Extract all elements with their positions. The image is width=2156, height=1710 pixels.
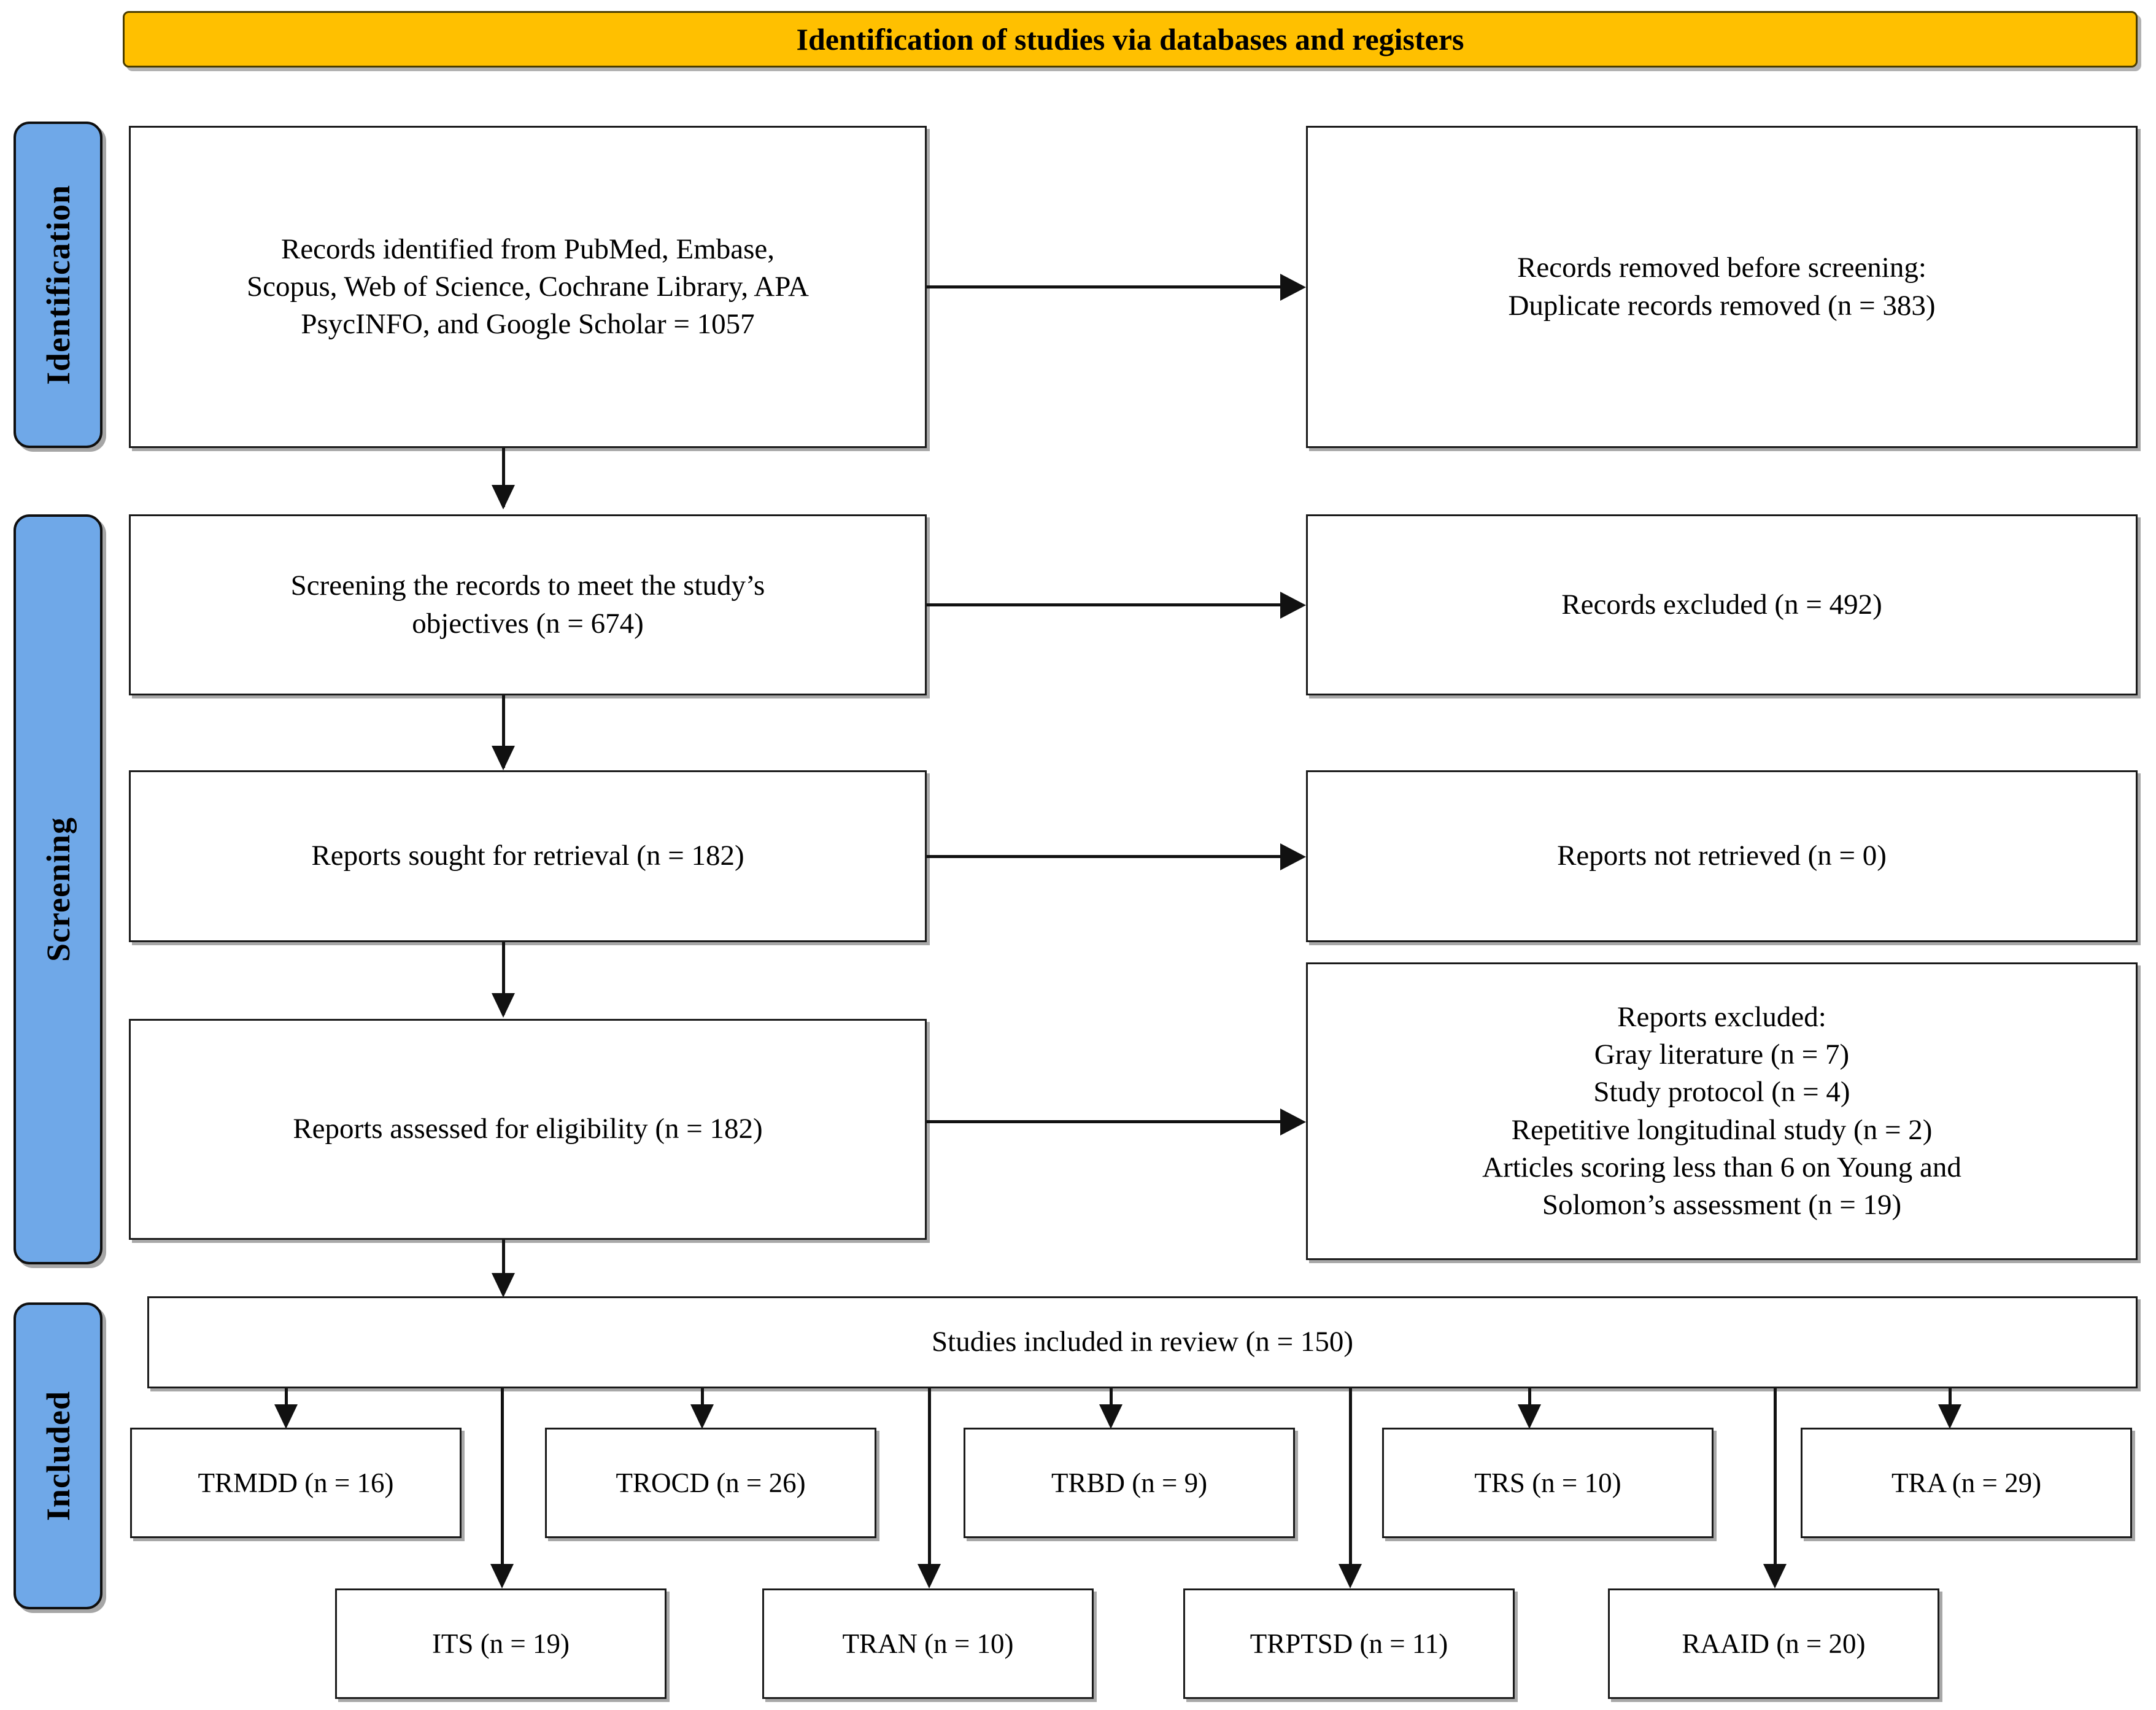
box-screening-records-text: Screening the records to meet the study’… <box>290 570 765 640</box>
box-records-excluded: Records excluded (n = 492) <box>1306 514 2138 695</box>
stage-tab-screening: Screening <box>14 514 102 1264</box>
stem-to-its <box>501 1388 504 1585</box>
box-reports-excluded: Reports excluded: Gray literature (n = 7… <box>1306 962 2138 1260</box>
box-reports-sought: Reports sought for retrieval (n = 182) <box>129 770 927 942</box>
outcome-box-raaid: RAAID (n = 20) <box>1608 1588 1939 1699</box>
connector-sought-to-assessed <box>502 942 505 1015</box>
diagram-header-banner: Identification of studies via databases … <box>123 11 2138 68</box>
box-reports-excluded-text: Reports excluded: Gray literature (n = 7… <box>1482 1001 1961 1221</box>
stem-to-trptsd <box>1349 1388 1352 1585</box>
arrowhead-screening-to-sought <box>492 746 515 770</box>
arrowhead-to-trocd <box>690 1404 714 1429</box>
arrowhead-to-trs <box>1518 1404 1541 1429</box>
box-reports-not-retrieved-text: Reports not retrieved (n = 0) <box>1557 840 1887 872</box>
stage-tab-screening-label: Screening <box>39 817 77 962</box>
connector-identified-to-screening <box>502 448 505 507</box>
arrowhead-screening-to-excluded <box>1280 592 1306 619</box>
outcome-box-tra: TRA (n = 29) <box>1801 1428 2132 1538</box>
outcome-box-trbd-label: TRBD (n = 9) <box>1051 1467 1208 1498</box>
outcome-box-trptsd-label: TRPTSD (n = 11) <box>1250 1628 1448 1659</box>
connector-sought-to-not-retrieved <box>927 855 1281 858</box>
stage-tab-identification: Identification <box>14 122 102 448</box>
outcome-box-trs-label: TRS (n = 10) <box>1474 1467 1621 1498</box>
arrowhead-to-its <box>490 1564 514 1588</box>
connector-identified-to-removed <box>927 285 1281 288</box>
box-reports-not-retrieved: Reports not retrieved (n = 0) <box>1306 770 2138 942</box>
outcome-box-its: ITS (n = 19) <box>335 1588 667 1699</box>
stage-tab-included: Included <box>14 1302 102 1609</box>
arrowhead-to-trbd <box>1099 1404 1122 1429</box>
stage-tab-identification-label: Identification <box>39 184 77 385</box>
stem-to-raaid <box>1774 1388 1777 1585</box>
box-reports-sought-text: Reports sought for retrieval (n = 182) <box>311 840 744 872</box>
box-screening-records: Screening the records to meet the study’… <box>129 514 927 695</box>
arrowhead-sought-to-not-retrieved <box>1280 843 1306 870</box>
outcome-box-trptsd: TRPTSD (n = 11) <box>1183 1588 1515 1699</box>
outcome-box-trmdd-label: TRMDD (n = 16) <box>198 1467 394 1498</box>
connector-assessed-to-excluded <box>927 1120 1281 1123</box>
diagram-title: Identification of studies via databases … <box>796 22 1464 56</box>
stem-to-tran <box>928 1388 931 1585</box>
arrowhead-sought-to-assessed <box>492 993 515 1018</box>
box-studies-included-text: Studies included in review (n = 150) <box>932 1326 1353 1358</box>
stage-tab-included-label: Included <box>39 1390 77 1522</box>
box-records-removed-text: Records removed before screening: Duplic… <box>1508 252 1936 322</box>
arrowhead-to-trptsd <box>1339 1564 1362 1588</box>
outcome-box-trocd: TROCD (n = 26) <box>545 1428 876 1538</box>
connector-screening-to-excluded <box>927 603 1281 606</box>
arrowhead-to-trmdd <box>274 1404 298 1429</box>
arrowhead-to-tran <box>918 1564 941 1588</box>
arrowhead-assessed-to-excluded <box>1280 1108 1306 1135</box>
arrowhead-identified-to-removed <box>1280 274 1306 301</box>
outcome-box-raaid-label: RAAID (n = 20) <box>1682 1628 1866 1659</box>
arrowhead-to-tra <box>1938 1404 1961 1429</box>
outcome-box-tra-label: TRA (n = 29) <box>1891 1467 2042 1498</box>
connector-screening-to-sought <box>502 695 505 768</box>
outcome-box-tran-label: TRAN (n = 10) <box>842 1628 1014 1659</box>
box-records-removed: Records removed before screening: Duplic… <box>1306 126 2138 448</box>
box-studies-included: Studies included in review (n = 150) <box>147 1296 2138 1388</box>
connector-assessed-to-included <box>502 1240 505 1294</box>
box-reports-assessed-text: Reports assessed for eligibility (n = 18… <box>293 1113 763 1145</box>
outcome-box-tran: TRAN (n = 10) <box>762 1588 1094 1699</box>
arrowhead-assessed-to-included <box>492 1273 515 1298</box>
box-records-identified-text: Records identified from PubMed, Embase, … <box>246 233 809 341</box>
outcome-box-trbd: TRBD (n = 9) <box>964 1428 1295 1538</box>
outcome-box-trmdd: TRMDD (n = 16) <box>130 1428 462 1538</box>
box-records-identified: Records identified from PubMed, Embase, … <box>129 126 927 448</box>
arrowhead-identified-to-screening <box>492 485 515 509</box>
box-records-excluded-text: Records excluded (n = 492) <box>1561 588 1882 621</box>
box-reports-assessed: Reports assessed for eligibility (n = 18… <box>129 1019 927 1240</box>
outcome-box-trs: TRS (n = 10) <box>1382 1428 1714 1538</box>
outcome-box-its-label: ITS (n = 19) <box>431 1628 570 1659</box>
outcome-box-trocd-label: TROCD (n = 26) <box>616 1467 806 1498</box>
arrowhead-to-raaid <box>1763 1564 1787 1588</box>
